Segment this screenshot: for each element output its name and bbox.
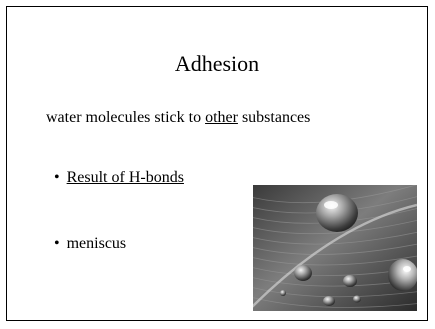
water-droplets-photo (253, 185, 417, 311)
bullet-text: Result of H-bonds (66, 169, 184, 186)
subtitle-underlined-word: other (205, 109, 238, 126)
water-droplets-image (253, 185, 417, 311)
bullet-marker: • (54, 169, 60, 186)
slide-subtitle: water molecules stick to other substance… (46, 109, 310, 127)
bullet-meniscus: • meniscus (54, 235, 126, 253)
slide: Adhesion water molecules stick to other … (6, 6, 428, 321)
subtitle-text-start: water molecules stick to (46, 109, 206, 126)
slide-title: Adhesion (174, 51, 260, 76)
bullet-text: meniscus (66, 235, 127, 252)
subtitle-text-end: substances (237, 109, 311, 126)
bullet-h-bonds: • Result of H-bonds (54, 169, 184, 187)
bullet-marker: • (54, 235, 60, 252)
